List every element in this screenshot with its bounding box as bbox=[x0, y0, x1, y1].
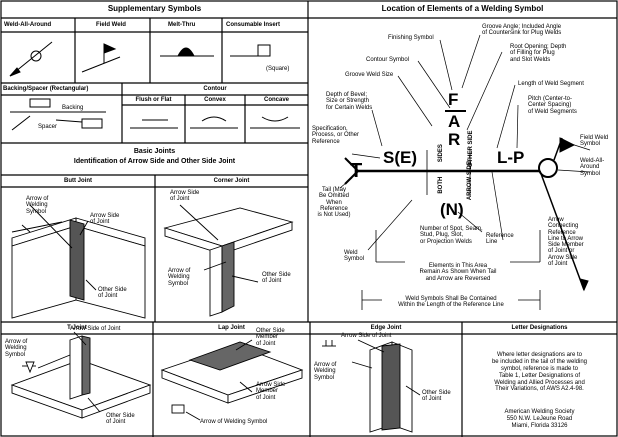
melt-thru-glyph bbox=[160, 47, 214, 57]
convex-label: Convex bbox=[204, 97, 226, 103]
tail-label: Tail (May Be Omitted When Reference is N… bbox=[317, 187, 351, 219]
location-title: Location of Elements of a Welding Symbol bbox=[381, 4, 544, 13]
tail-t-symbol: T bbox=[350, 160, 363, 182]
root-opening-label: Root Opening; Depth of Filling for Plug … bbox=[510, 44, 567, 63]
groove-angle-label: Groove Angle; Included Angle of Counters… bbox=[482, 24, 562, 37]
backing-label: Backing bbox=[62, 105, 84, 111]
butt-other-side-label: Other Side of Joint bbox=[98, 287, 127, 300]
number-n-symbol: (N) bbox=[440, 200, 464, 219]
corner-arrow-side-label: Arrow Side of Joint bbox=[170, 190, 200, 203]
concave-label: Concave bbox=[263, 97, 289, 103]
specification-label: Specification, Process, or Other Referen… bbox=[312, 126, 360, 145]
tjoint-arrow-label: Arrow of Welding Symbol bbox=[5, 339, 28, 358]
edge-arrow-side-label: Arrow Side of Joint bbox=[341, 333, 392, 339]
consumable-insert-label: Consumable Insert bbox=[226, 22, 281, 28]
depth-of-bevel-label: Depth of Bevel; Size or Strength for Cer… bbox=[326, 92, 373, 111]
arrow-connecting-label: Arrow Connecting Reference Line to Arrow… bbox=[548, 217, 584, 268]
arrow-side-label: ARROW SIDE bbox=[466, 161, 473, 201]
corner-other-side-label: Other Side of Joint bbox=[262, 272, 291, 285]
sides-label: SIDES bbox=[437, 144, 444, 163]
backing-spacer-glyph bbox=[10, 98, 106, 131]
backing-spacer-label: Backing/Spacer (Rectangular) bbox=[3, 86, 89, 92]
butt-joint-drawing bbox=[11, 204, 146, 319]
butt-joint-title: Butt Joint bbox=[64, 178, 92, 184]
t-joint-title: T-Joint bbox=[67, 325, 87, 331]
lap-joint-drawing bbox=[160, 339, 304, 421]
spacer-label: Spacer bbox=[38, 124, 58, 130]
angle-a-symbol: A bbox=[448, 112, 461, 131]
finish-f-symbol: F bbox=[448, 90, 459, 109]
size-se-symbol: S(E) bbox=[383, 148, 417, 167]
contour-symbol-label: Contour Symbol bbox=[366, 57, 410, 63]
society-address: American Welding Society 550 N.W. LeJeun… bbox=[504, 409, 575, 429]
letter-designations-title: Letter Designations bbox=[511, 325, 568, 331]
flush-or-flat-label: Flush or Flat bbox=[135, 97, 172, 103]
butt-arrow-side-label: Arrow Side of Joint bbox=[90, 213, 120, 226]
number-of-spot-label: Number of Spot, Seam, Stud, Plug, Slot, … bbox=[420, 226, 483, 245]
melt-thru-label: Melt-Thru bbox=[168, 22, 196, 28]
lap-other-side-label: Other Side Member of Joint bbox=[256, 328, 285, 347]
t-joint-drawing bbox=[10, 331, 152, 419]
groove-weld-size-label: Groove Weld Size bbox=[345, 72, 394, 78]
weld-all-around-glyph bbox=[9, 41, 53, 77]
field-weld-glyph bbox=[81, 43, 121, 73]
square-label: (Square) bbox=[266, 66, 290, 72]
both-label: BOTH bbox=[437, 176, 444, 194]
basic-joints-subtitle: Identification of Arrow Side and Other S… bbox=[73, 158, 236, 165]
corner-joint-title: Corner Joint bbox=[213, 178, 250, 184]
finishing-symbol-label: Finishing Symbol bbox=[388, 35, 434, 41]
edge-arrow-label: Arrow of Welding Symbol bbox=[314, 362, 337, 381]
edge-joint-drawing bbox=[322, 339, 421, 433]
length-pitch-symbol: L-P bbox=[497, 148, 525, 167]
tjoint-other-side-label: Other Side of Joint bbox=[106, 413, 135, 426]
weld-symbol-label: Weld Symbol bbox=[344, 250, 365, 263]
weld-all-around-symbol-label: Weld-All- Around Symbol bbox=[580, 158, 605, 177]
length-of-weld-label: Length of Weld Segment bbox=[518, 81, 584, 87]
lap-joint-title: Lap Joint bbox=[218, 325, 245, 331]
supplementary-title: Supplementary Symbols bbox=[107, 4, 202, 13]
edge-joint-title: Edge Joint bbox=[370, 325, 402, 331]
edge-other-side-label: Other Side of Joint bbox=[422, 390, 451, 403]
contained-note: Weld Symbols Shall Be Contained Within t… bbox=[398, 296, 504, 309]
contour-glyphs bbox=[130, 116, 300, 129]
lap-arrow-side-label: Arrow Side Member of Joint bbox=[256, 382, 286, 401]
pitch-label: Pitch (Center-to- Center Spacing) of Wel… bbox=[528, 96, 577, 115]
tjoint-arrow-side-label: Arrow Side of Joint bbox=[70, 326, 121, 332]
welding-symbol-diagram bbox=[339, 34, 591, 310]
reference-line-label: Reference Line bbox=[486, 233, 514, 246]
corner-joint-drawing bbox=[163, 204, 294, 317]
butt-arrow-label: Arrow of Welding Symbol bbox=[26, 196, 49, 215]
elements-note: Elements in This Area Remain As Shown Wh… bbox=[419, 263, 497, 282]
letter-note: Where letter designations are to be incl… bbox=[491, 352, 588, 393]
corner-arrow-label: Arrow of Welding Symbol bbox=[168, 268, 191, 287]
root-r-symbol: R bbox=[448, 130, 461, 149]
consumable-insert-glyph bbox=[230, 44, 271, 57]
field-weld-symbol-label: Field Weld Symbol bbox=[580, 135, 609, 148]
contour-label: Contour bbox=[203, 86, 227, 92]
lap-arrow-label: Arrow of Welding Symbol bbox=[200, 419, 268, 425]
field-weld-label: Field Weld bbox=[96, 22, 126, 28]
basic-joints-title: Basic Joints bbox=[133, 148, 176, 155]
weld-all-around-label: Weld-All-Around bbox=[4, 22, 52, 28]
